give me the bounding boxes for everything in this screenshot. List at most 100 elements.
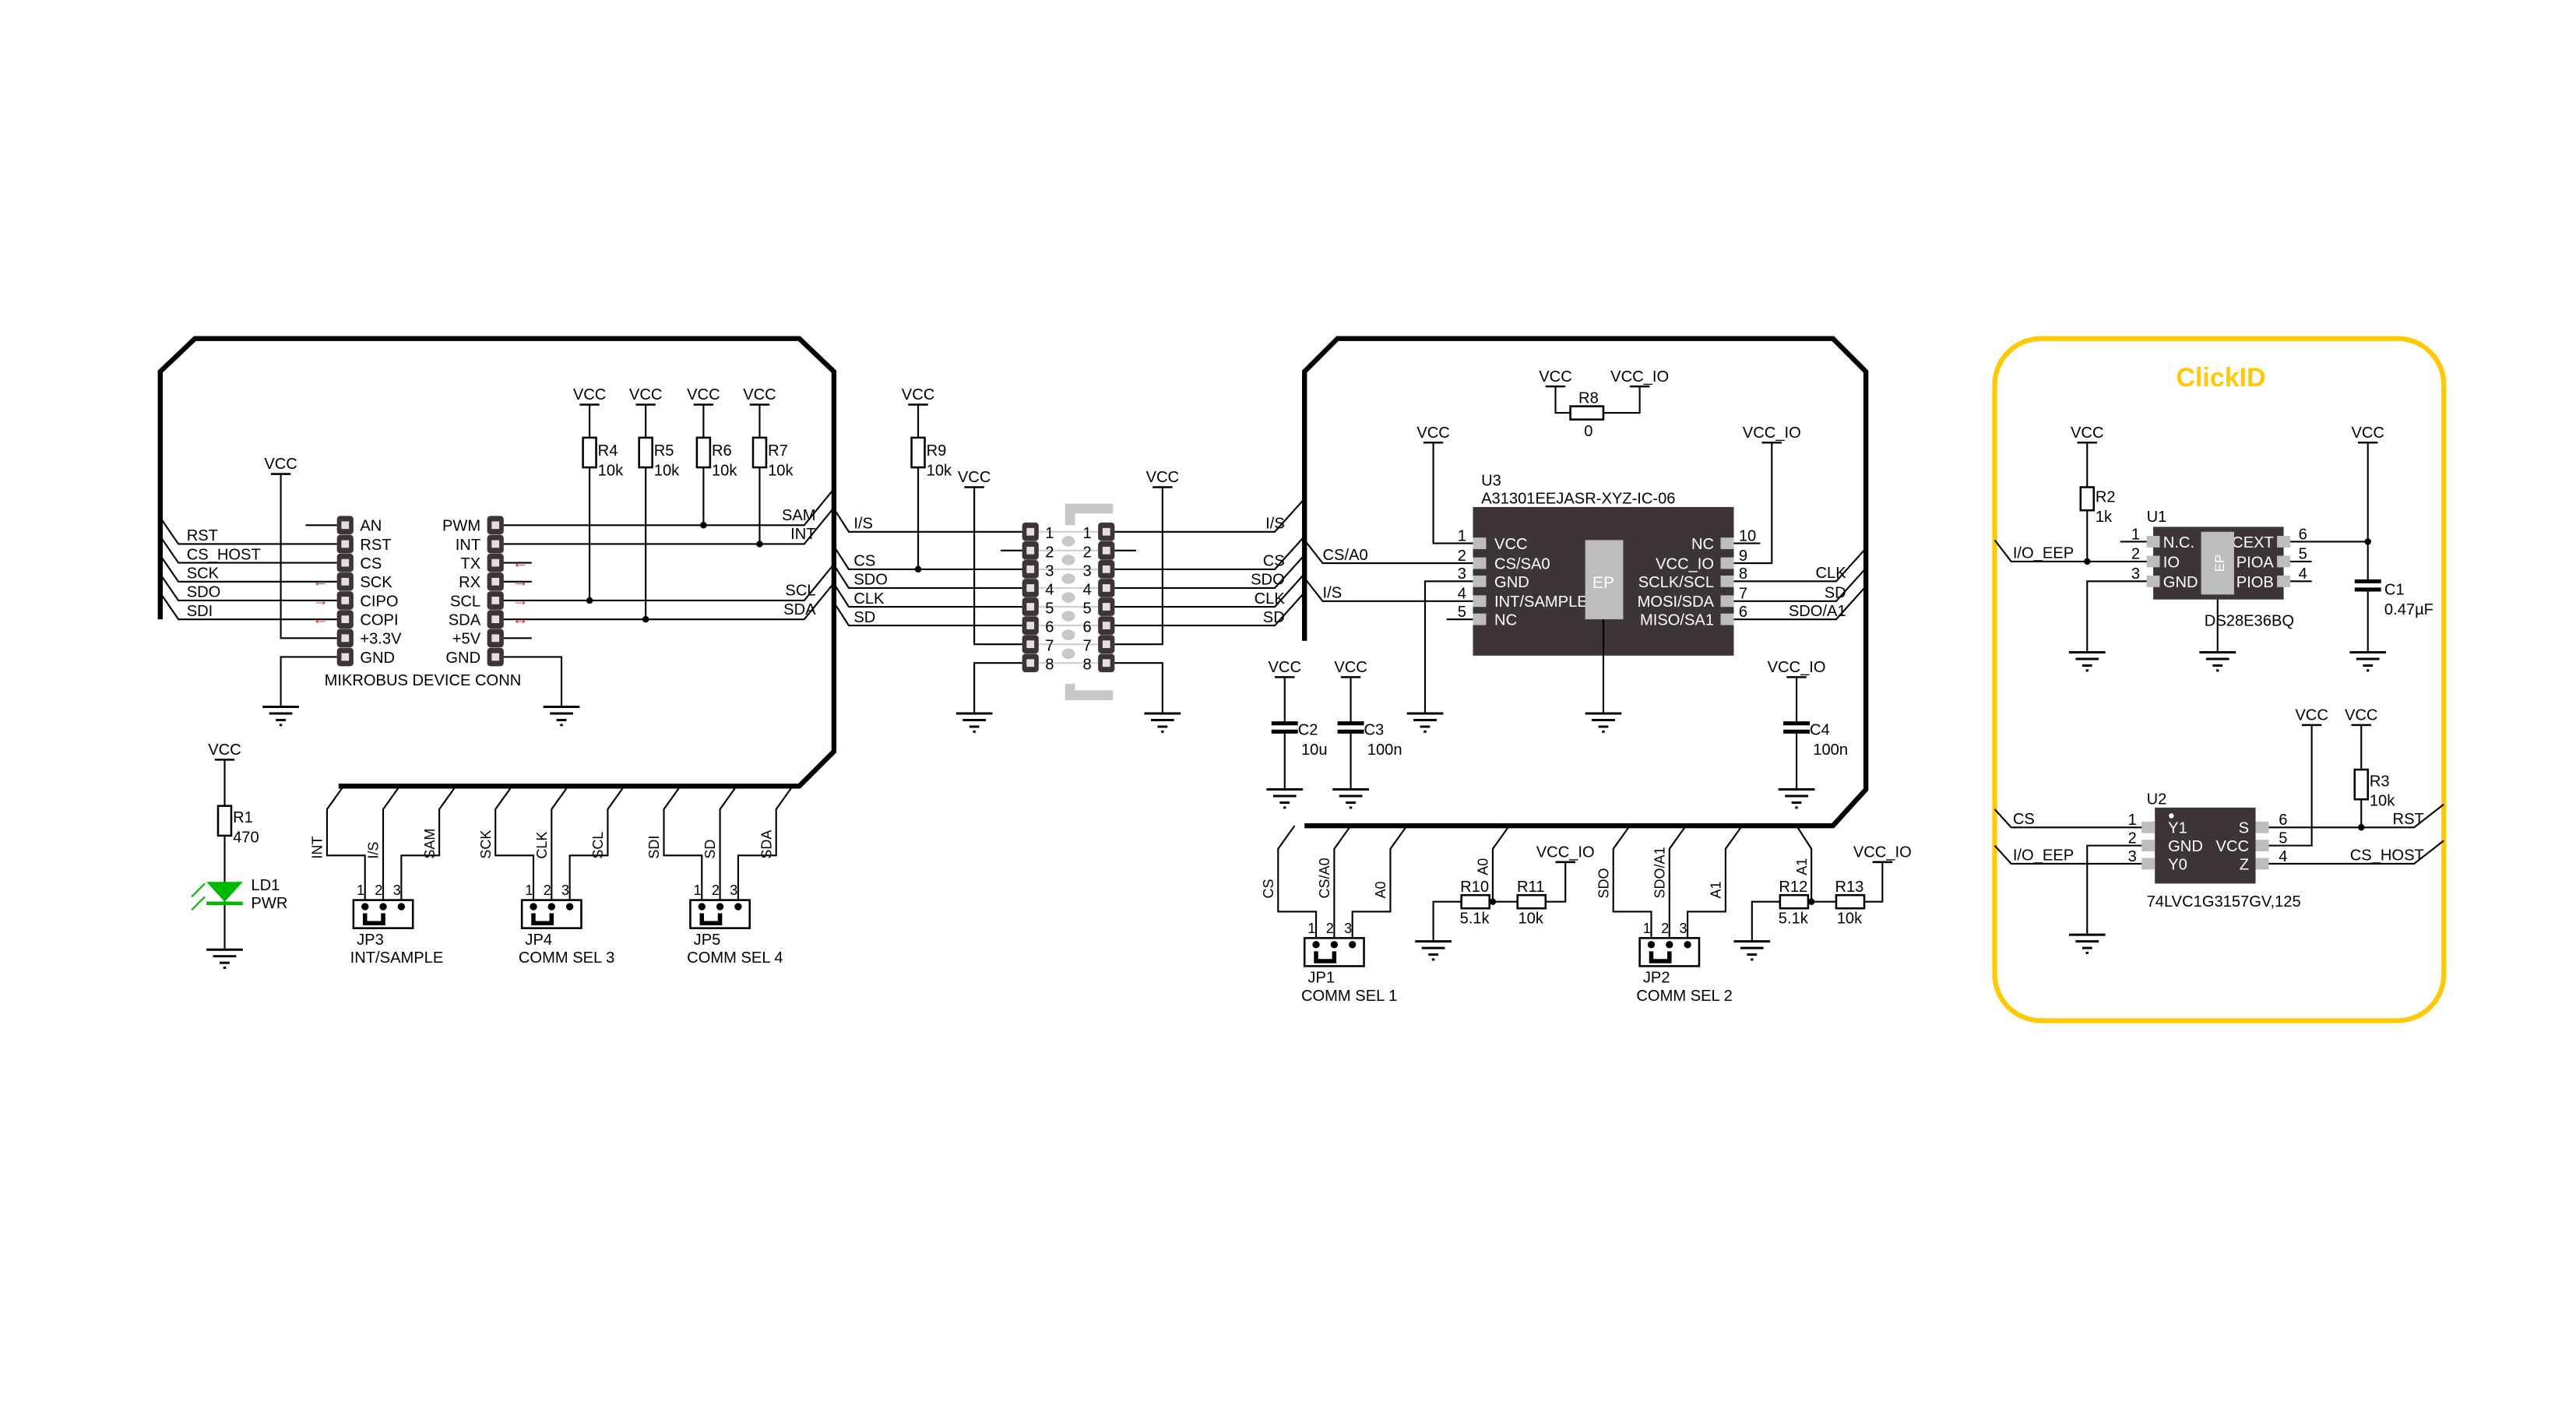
exposed-pad [2201, 531, 2234, 595]
power-label: VCC [1269, 659, 1302, 676]
header-pin [1022, 541, 1039, 560]
wire [1603, 386, 1641, 414]
chip-pad [2277, 555, 2291, 568]
power-label: VCC [2351, 424, 2384, 442]
adapter-pin-number: 5 [1082, 601, 1091, 618]
chip-pin-number: 5 [1458, 604, 1466, 621]
header-pin [336, 572, 354, 591]
adapter-pin-number: 5 [1045, 601, 1054, 618]
chip-pin-name: NC [1494, 612, 1517, 629]
chip-pad [1473, 613, 1487, 625]
chip-pad [1473, 537, 1487, 550]
jumper-pin-number: 2 [375, 882, 382, 898]
ground-icon [2349, 651, 2387, 672]
light-arrow-icon [191, 896, 206, 911]
resistor-value: 10k [927, 463, 952, 480]
mikrobus-pin-label: SCK [360, 574, 392, 591]
wire [382, 785, 401, 900]
chip-pin-name: PIOB [2236, 574, 2274, 591]
power-label: VCC [1539, 368, 1571, 386]
power-label: VCC [208, 741, 241, 759]
jumper-pin-number: 3 [730, 882, 737, 898]
power-label: VCC [264, 456, 297, 473]
capacitor-ref: C4 [1810, 722, 1830, 739]
resistor-icon [1569, 405, 1605, 421]
light-arrow-icon [191, 882, 206, 898]
power-label: VCC [958, 469, 991, 486]
chip-pin-name: MISO/SA1 [1640, 612, 1714, 629]
mikrobus-pin-label: TX [460, 555, 480, 572]
capacitor-icon [2354, 579, 2381, 592]
power-label: VCC [902, 386, 934, 403]
resistor-value: 10k [1518, 910, 1543, 927]
ground-icon [1415, 940, 1452, 961]
mikrobus-pin-label: SCL [450, 593, 480, 610]
chip-pad [1473, 595, 1487, 608]
chip-pin-number: 2 [2131, 546, 2140, 563]
jumper-jp4[interactable] [520, 899, 582, 929]
led-icon [206, 882, 243, 902]
header-pin [1098, 560, 1115, 579]
jumper-jp2[interactable] [1638, 937, 1701, 967]
net-label: CLK [1816, 565, 1847, 582]
chip-pin-name: VCC [2216, 838, 2250, 855]
wire [1114, 498, 1305, 533]
chip-pin-number: 8 [1739, 565, 1747, 583]
jumper-jp1[interactable] [1303, 937, 1365, 967]
resistor-icon [216, 805, 233, 837]
resistor-icon [2353, 768, 2369, 801]
jumper-pin-number: 3 [393, 882, 401, 898]
jumper-jp5[interactable] [689, 899, 751, 929]
adapter-pin-number: 6 [1045, 619, 1054, 636]
jumper-jp3[interactable] [352, 899, 414, 929]
chip-pad [2141, 840, 2155, 852]
ground-icon [2199, 651, 2236, 672]
header-pin [336, 553, 354, 572]
mikrobus-pin-label: INT [456, 537, 480, 554]
header-pin [1098, 541, 1115, 560]
chip-pad [2141, 821, 2155, 833]
wire [973, 662, 1022, 713]
junction-dot [586, 597, 593, 604]
header-pin [1098, 653, 1115, 673]
wire [2268, 840, 2444, 865]
net-label: I/S [1265, 516, 1285, 533]
wire [1733, 586, 1867, 621]
wire [503, 582, 835, 621]
ground-icon [543, 706, 580, 727]
chip-pin-number: 10 [1739, 527, 1756, 544]
resistor-value: 470 [233, 829, 259, 846]
ep-label: EP [1592, 574, 1614, 592]
net-label: CLK [853, 590, 885, 608]
ground-icon [1778, 788, 1815, 809]
ground-icon [1585, 712, 1622, 733]
jumper-signal-label: SAM [422, 829, 438, 859]
chip-pin-number: 5 [2299, 546, 2307, 563]
resistor-value: 10k [598, 463, 624, 480]
chip-pad [1473, 557, 1487, 569]
ground-icon [262, 706, 299, 727]
wire [1114, 535, 1305, 570]
u2-chip [2155, 807, 2256, 884]
resistor-ref: R2 [2096, 489, 2116, 506]
chip-pin-name: IO [2163, 554, 2180, 571]
resistor-value: 5.1k [1779, 910, 1809, 927]
wire [1351, 825, 1408, 939]
jumper-name: INT/SAMPLE [350, 949, 444, 967]
adapter-pin-number: 7 [1045, 638, 1054, 655]
adapter-pin-number: 3 [1082, 562, 1091, 579]
wire [400, 785, 457, 900]
jumper-pin-number: 2 [1661, 921, 1669, 936]
ground-icon [1733, 940, 1771, 961]
chip-pad [2141, 858, 2155, 870]
chip-pin-number: 3 [2128, 848, 2137, 865]
wire [2086, 844, 2142, 935]
wire [1277, 825, 1318, 939]
mikrobus-title: MIKROBUS DEVICE CONN [325, 672, 522, 689]
header-pin [487, 553, 504, 572]
jumper-ref: JP4 [525, 932, 552, 949]
chip-pad [2146, 536, 2160, 548]
chip-pad [1473, 575, 1487, 587]
jumper-signal-label: CLK [534, 832, 550, 859]
jumper-name: COMM SEL 4 [687, 949, 783, 967]
